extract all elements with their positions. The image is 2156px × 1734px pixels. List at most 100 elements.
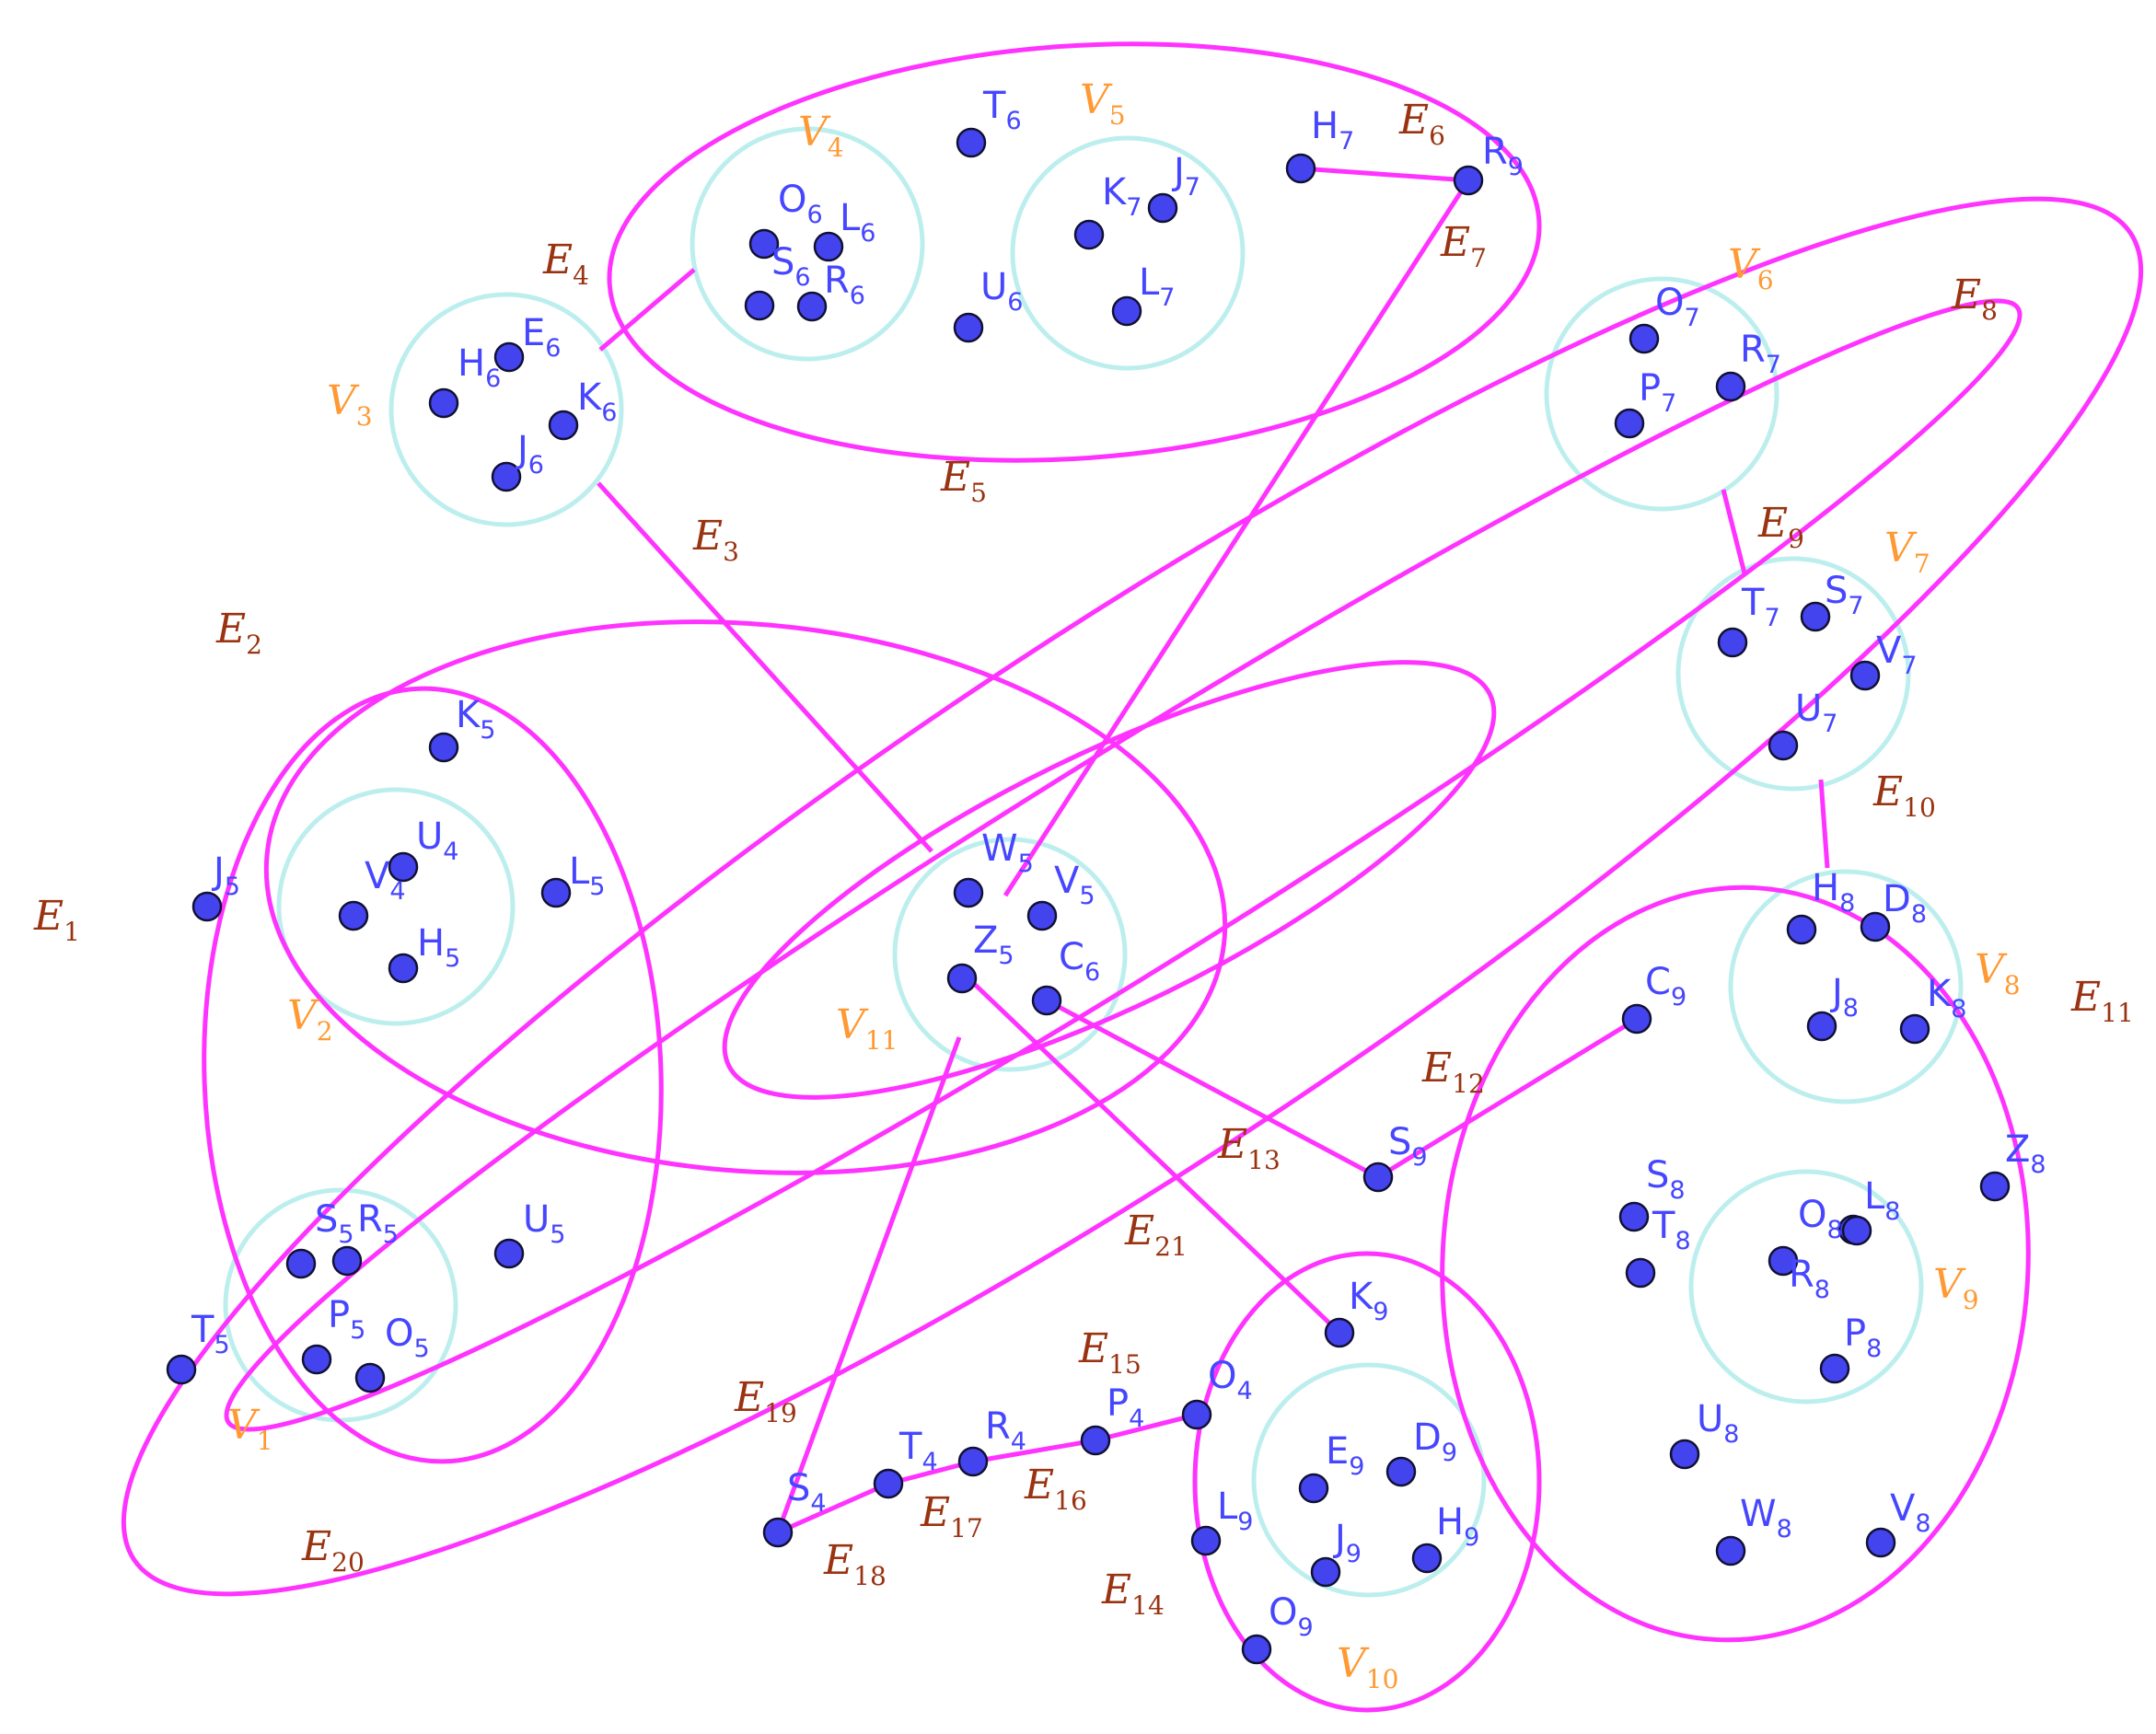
group-circle-v6 [1544, 276, 1779, 512]
group-label-v4: V4 [798, 109, 844, 163]
node-k5 [428, 732, 459, 763]
edge-label-e1: E1 [33, 893, 80, 947]
group-label-v8: V8 [1975, 946, 2021, 1000]
edge-label-e4: E4 [542, 237, 589, 291]
node-o6 [748, 228, 780, 260]
node-s9 [1362, 1162, 1394, 1193]
node-label-s5: S5 [315, 1198, 354, 1249]
node-label-w8: W8 [1740, 1493, 1792, 1543]
node-c9 [1621, 1003, 1652, 1035]
node-r8 [1768, 1245, 1799, 1277]
group-circle-v10 [1251, 1362, 1487, 1598]
group-label-v2: V2 [287, 992, 333, 1046]
node-label-t4: T4 [898, 1426, 938, 1476]
edge-label-e13: E13 [1217, 1121, 1281, 1175]
node-label-h5: H5 [417, 922, 460, 973]
node-p5 [301, 1344, 332, 1375]
edge-label-e19: E19 [734, 1374, 797, 1428]
edge-label-e16: E16 [1024, 1462, 1087, 1516]
shapes-layer [121, 41, 2144, 1713]
node-t8 [1625, 1257, 1656, 1289]
node-label-p7: P7 [1639, 367, 1676, 418]
node-l9 [1190, 1525, 1222, 1556]
node-p7 [1614, 408, 1645, 439]
node-label-e9: E9 [1326, 1430, 1364, 1481]
node-label-k9: K9 [1349, 1276, 1388, 1326]
group-circle-v11 [892, 837, 1128, 1072]
node-label-t6: T6 [982, 85, 1022, 135]
node-label-j7: J7 [1171, 151, 1200, 202]
node-r4 [957, 1446, 989, 1477]
edge-line [776, 1481, 890, 1535]
node-h6 [428, 387, 459, 419]
group-label-v7: V7 [1884, 525, 1930, 579]
node-label-r5: R5 [357, 1198, 399, 1249]
node-c6 [1031, 985, 1062, 1016]
node-label-c9: C9 [1645, 961, 1687, 1012]
node-label-c6: C6 [1059, 936, 1100, 987]
node-label-r9: R9 [1482, 131, 1524, 181]
edge-line [1376, 1016, 1639, 1180]
group-label-v10: V10 [1337, 1640, 1398, 1694]
node-label-j8: J8 [1829, 972, 1859, 1023]
node-o9 [1241, 1634, 1272, 1665]
hyperedge-ellipse [263, 619, 1228, 1175]
node-label-u7: U7 [1795, 688, 1837, 738]
node-j7 [1147, 192, 1178, 224]
node-l7 [1111, 295, 1142, 327]
node-label-e6: E6 [522, 312, 561, 363]
node-o7 [1629, 323, 1660, 354]
node-k7 [1073, 219, 1105, 250]
edge-line [775, 1036, 962, 1533]
edge-label-e5: E5 [940, 454, 987, 508]
node-label-d9: D9 [1413, 1416, 1457, 1467]
node-s4 [762, 1517, 794, 1548]
group-circle-v5 [1010, 135, 1246, 371]
node-s6 [744, 290, 775, 321]
node-label-w5: W5 [981, 827, 1034, 878]
node-h8 [1786, 914, 1817, 945]
node-label-o5: O5 [385, 1312, 430, 1363]
edge-label-e9: E9 [1757, 500, 1804, 554]
node-label-p5: P5 [328, 1294, 365, 1345]
hyperedge-ellipse [722, 660, 1497, 1100]
nodes-layer [166, 127, 2011, 1665]
node-p8 [1819, 1353, 1850, 1384]
group-circle-v3 [388, 292, 624, 527]
node-label-r6: R6 [824, 260, 865, 310]
node-p4 [1080, 1425, 1111, 1456]
node-label-o9: O9 [1269, 1591, 1314, 1642]
group-label-v5: V5 [1080, 76, 1126, 131]
node-v5 [1026, 900, 1058, 931]
node-label-s9: S9 [1388, 1121, 1428, 1172]
node-o5 [354, 1362, 386, 1393]
node-t6 [956, 127, 987, 158]
group-label-v3: V3 [327, 377, 373, 432]
edge-label-e15: E15 [1078, 1325, 1142, 1380]
edge-label-e14: E14 [1101, 1566, 1165, 1621]
edge-label-e6: E6 [1398, 97, 1445, 151]
node-label-j6: J6 [515, 429, 544, 480]
edge-line [967, 977, 1341, 1335]
node-label-j5: J5 [211, 850, 240, 901]
node-v7 [1849, 660, 1881, 691]
edge-label-e8: E8 [1951, 272, 1998, 326]
node-label-p8: P8 [1844, 1312, 1882, 1363]
node-label-d8: D8 [1883, 878, 1927, 929]
node-label-s8: S8 [1646, 1154, 1686, 1205]
edge-label-e10: E10 [1872, 769, 1936, 823]
edge-label-e3: E3 [692, 513, 739, 567]
node-label-h8: H8 [1812, 867, 1855, 918]
node-label-r8: R8 [1789, 1254, 1830, 1304]
node-label-u6: U6 [980, 266, 1023, 317]
node-v4 [338, 900, 369, 931]
edge-line [597, 481, 933, 853]
node-label-v4: V4 [365, 855, 406, 906]
hyperedge-ellipse [607, 41, 1542, 463]
node-label-v8: V8 [1890, 1487, 1931, 1538]
node-z5 [946, 963, 978, 994]
node-h7 [1285, 153, 1316, 184]
edge-line [1003, 179, 1471, 897]
node-w8 [1715, 1535, 1746, 1566]
